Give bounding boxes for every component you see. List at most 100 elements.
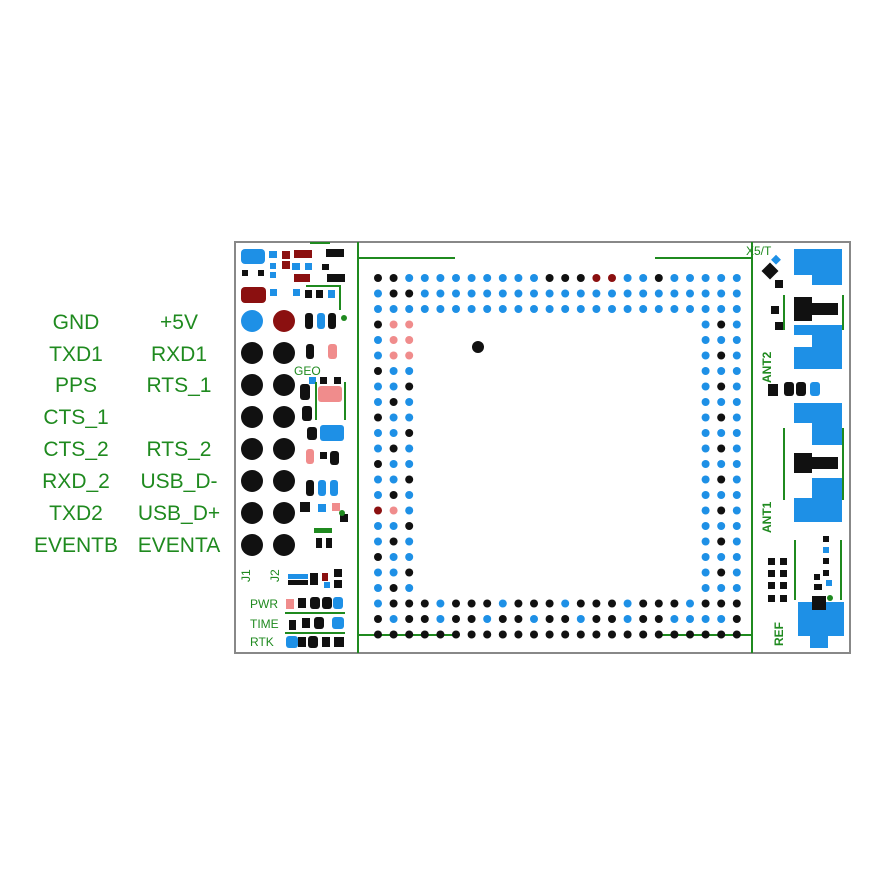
module-pad: [670, 289, 679, 298]
header-pin-left: [241, 534, 263, 556]
module-pad: [701, 351, 710, 360]
module-pad: [389, 398, 398, 406]
module-pad: [530, 615, 538, 623]
module-pad: [717, 522, 726, 530]
pwr-label: PWR: [250, 597, 278, 611]
module-pad: [545, 305, 554, 313]
module-pad: [405, 537, 414, 546]
mid-left-components: [300, 344, 348, 548]
module-pad: [389, 475, 398, 484]
module-pad: [654, 599, 663, 608]
antenna-2-connector: [761, 249, 844, 396]
header-pin-left: [241, 470, 263, 492]
module-pad: [732, 336, 741, 344]
module-pad: [374, 460, 382, 468]
module-pad: [576, 599, 585, 608]
module-pad: [452, 615, 460, 623]
module-pad: [498, 615, 507, 623]
module-pad: [436, 599, 445, 608]
module-pad: [405, 630, 414, 639]
pin-header: [241, 310, 295, 556]
module-pad: [732, 522, 741, 530]
module-pad: [717, 537, 726, 546]
module-pad: [374, 491, 382, 499]
module-pad: [405, 320, 414, 329]
module-pad: [717, 630, 726, 639]
module-pad: [389, 382, 398, 391]
pin-label-right-7: USB_D+: [138, 502, 220, 525]
module-pad: [732, 615, 741, 623]
module-pad: [732, 429, 741, 437]
module-pad: [717, 274, 726, 282]
header-pin-left: [241, 438, 263, 460]
module-pad: [389, 630, 398, 639]
module-pad: [389, 537, 398, 546]
module-pad: [686, 289, 694, 298]
module-pad: [608, 630, 616, 639]
module-pad: [436, 630, 445, 639]
module-pad: [483, 289, 492, 298]
module-pad: [545, 274, 554, 282]
pin-label-left-5: CTS_2: [43, 438, 108, 461]
module-pad: [420, 274, 429, 282]
pin-label-right-1: +5V: [160, 311, 198, 334]
header-pin-left: [241, 502, 263, 524]
module-pad: [701, 599, 710, 608]
module-pad: [592, 305, 601, 313]
ant2-label: ANT2: [760, 351, 774, 383]
module-pad: [374, 351, 382, 360]
header-pin-right: [273, 310, 295, 332]
module-pad: [608, 599, 616, 608]
module-pad: [545, 289, 554, 298]
module-pad: [374, 568, 382, 577]
module-pad: [561, 305, 570, 313]
module-pad: [717, 367, 726, 375]
module-pad: [670, 305, 679, 313]
module-pad: [374, 398, 382, 406]
module-pad: [467, 274, 476, 282]
pin-label-left-7: TXD2: [49, 502, 103, 525]
module-pad: [732, 630, 741, 639]
module-pad: [717, 382, 726, 391]
header-left-labels: GND TXD1 PPS CTS_1 CTS_2 RXD_2 TXD2 EVEN…: [34, 311, 118, 557]
module-pad: [374, 522, 382, 530]
geo-label: GEO: [294, 364, 321, 378]
module-pad: [717, 305, 726, 313]
module-pad: [374, 305, 382, 313]
module-pad: [717, 460, 726, 468]
module-pad: [389, 429, 398, 437]
module-pad: [732, 444, 741, 453]
pin-label-left-4: CTS_1: [43, 406, 108, 429]
board-outline: [234, 241, 851, 654]
ref-connector: [768, 536, 844, 648]
module-pad: [701, 522, 710, 530]
module-pad: [374, 413, 382, 422]
module-pad: [670, 630, 679, 639]
module-pad: [452, 630, 460, 639]
pin-label-right-6: USB_D-: [140, 470, 217, 493]
module-pad: [405, 506, 414, 515]
module-pad: [608, 274, 616, 282]
module-pad: [670, 615, 679, 623]
module-pad: [514, 630, 523, 639]
module-pad: [374, 584, 382, 592]
module-pad: [530, 305, 538, 313]
module-pad: [483, 615, 492, 623]
module-pad: [498, 630, 507, 639]
module-pad: [405, 336, 414, 344]
module-pad: [530, 599, 538, 608]
module-pad: [405, 382, 414, 391]
module-pad: [732, 475, 741, 484]
module-pad: [654, 630, 663, 639]
pin-label-left-3: PPS: [55, 374, 97, 397]
module-pad: [717, 491, 726, 499]
module-pad: [561, 615, 570, 623]
module-pad: [405, 553, 414, 561]
header-pin-right: [273, 342, 295, 364]
ant1-label: ANT1: [760, 501, 774, 533]
module-pad: [701, 584, 710, 592]
module-pad: [405, 615, 414, 623]
module-pad: [561, 599, 570, 608]
module-pad: [530, 630, 538, 639]
